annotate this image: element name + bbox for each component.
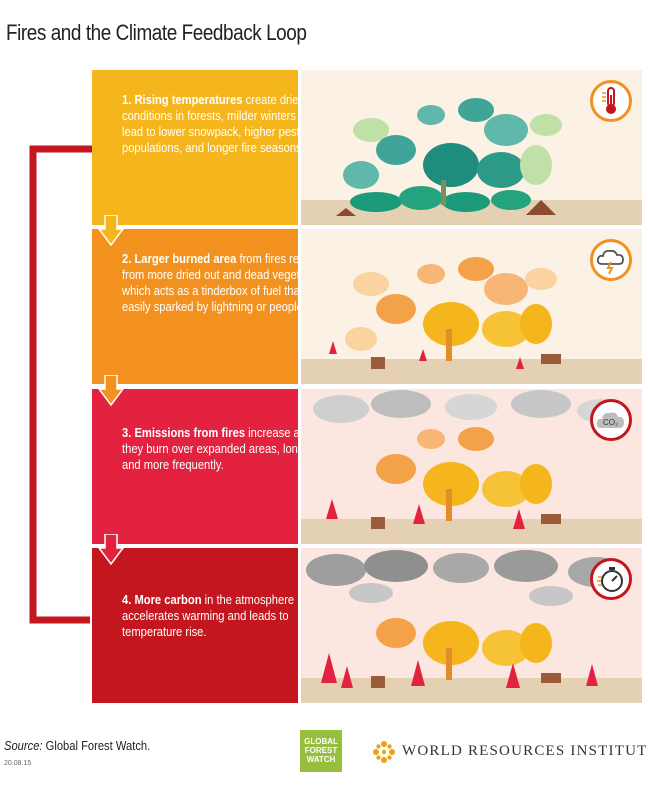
chevron-down-icon [98,534,124,566]
co2-label: CO₂ [603,418,618,427]
source-note: Source: Global Forest Watch. [4,738,150,753]
step-1-heading: Rising temperatures [134,92,243,107]
stopwatch-icon [590,558,632,600]
step-4-heading: More carbon [134,592,202,607]
global-forest-watch-logo: GLOBAL FOREST WATCH [300,730,342,772]
step-3-heading: Emissions from fires [134,425,246,440]
step-2-description: from fires result from more dried out an… [122,251,328,314]
step-row-2: 2. Larger burned area from fires result … [92,215,642,384]
step-2-illustration [301,229,642,384]
source-text: Global Forest Watch. [42,738,151,753]
step-row-4: 4. More carbon in the atmosphere acceler… [92,534,642,703]
step-1-illustration [301,70,642,225]
gfw-logo-line-1: GLOBAL [304,737,338,746]
gfw-logo-line-3: WATCH [306,755,336,764]
step-3-text-panel: 3. Emissions from fires increase as they… [92,375,317,544]
step-4-text: 4. More carbon in the atmosphere acceler… [122,592,328,640]
step-4-number: 4. [122,592,132,607]
wri-logo: WORLD RESOURCES INSTITUTE [372,740,648,764]
chevron-down-icon [98,215,124,247]
step-3-number: 3. [122,425,132,440]
step-2-text: 2. Larger burned area from fires result … [122,251,328,315]
step-1-text: 1. Rising temperatures create drier cond… [122,92,328,156]
co2-cloud-icon: CO₂ [590,399,632,441]
step-2-text-panel: 2. Larger burned area from fires result … [92,215,327,384]
step-row-1: 1. Rising temperatures create drier cond… [92,70,642,225]
source-label: Source: [4,738,43,753]
step-3-illustration: CO₂ [301,389,642,544]
wri-name: WORLD RESOURCES INSTITUTE [402,743,648,759]
step-4-description: in the atmosphere accelerates warming an… [122,592,295,639]
step-row-3: 3. Emissions from fires increase as they… [92,375,642,544]
step-4-illustration [301,548,642,703]
step-2-heading: Larger burned area [134,251,237,266]
chevron-down-icon [98,375,124,407]
wri-emblem-icon [373,741,395,763]
step-3-text: 3. Emissions from fires increase as they… [122,425,328,473]
step-1-text-panel: 1. Rising temperatures create drier cond… [92,70,318,225]
thermometer-icon [590,80,632,122]
step-2-number: 2. [122,251,132,266]
step-1-number: 1. [122,92,132,107]
step-3-description: increase as they burn over expanded area… [122,425,317,472]
gfw-logo-line-2: FOREST [304,746,338,755]
page-title: Fires and the Climate Feedback Loop [6,20,307,45]
step-4-text-panel: 4. More carbon in the atmosphere acceler… [92,534,298,703]
step-1-description: create drier conditions in forests, mild… [122,92,318,155]
document-code: 20.08.15 [4,760,32,767]
storm-cloud-icon [590,239,632,281]
